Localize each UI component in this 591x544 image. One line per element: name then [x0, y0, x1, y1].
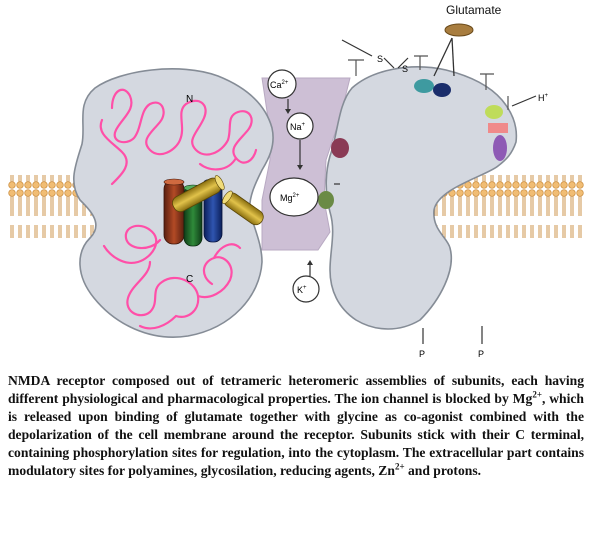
ion-sodium: Na+: [286, 112, 314, 140]
caption-text-part2: , which is released upon binding of glut…: [8, 391, 584, 478]
ion-magnesium-block: Mg2+: [269, 177, 319, 217]
ion-potassium: K+: [292, 275, 320, 303]
c-terminal-label: C: [186, 274, 193, 285]
phosphorylation-label-2: P: [478, 349, 484, 359]
receptor-subunit-right: [325, 66, 518, 330]
figure-caption: NMDA receptor composed out of tetrameric…: [8, 372, 584, 480]
ion-calcium: Ca2+: [267, 69, 297, 99]
proton-label: H+: [538, 93, 549, 103]
svg-text:K+: K+: [297, 285, 307, 295]
transmembrane-helices: [163, 175, 264, 247]
binding-site-salmon: [488, 123, 508, 133]
binding-site-olive: [318, 191, 334, 209]
binding-site-purple: [493, 135, 507, 161]
phosphorylation-sites: [422, 326, 483, 344]
polypeptide-chain: [99, 88, 258, 330]
glutamate-label: Glutamate: [446, 3, 502, 17]
glycosylation-sites: [348, 55, 509, 110]
glutamate-molecule: [444, 23, 474, 37]
disulfide-s-label-2: S: [402, 64, 408, 74]
binding-site-navy: [433, 83, 451, 97]
svg-text:Mg2+: Mg2+: [280, 193, 300, 203]
svg-text:Ca2+: Ca2+: [270, 80, 289, 90]
disulfide-bridge-lines: [341, 39, 409, 69]
caption-superscript-zn: 2+: [394, 461, 405, 472]
disulfide-s-label-1: S: [377, 54, 383, 64]
caption-text-part3: and protons.: [404, 463, 482, 478]
phosphorylation-label-1: P: [419, 349, 425, 359]
nmda-receptor-diagram: S S Glutamate H+ N C: [8, 3, 584, 359]
n-terminal-label: N: [186, 94, 193, 105]
caption-text-part1: NMDA receptor composed out of tetrameric…: [8, 373, 584, 406]
binding-site-teal: [414, 79, 434, 93]
glutamate-binding-arrows: [433, 37, 455, 77]
proton-pointer: [511, 95, 537, 107]
caption-superscript-mg: 2+: [532, 389, 542, 400]
binding-site-yellow-green: [485, 105, 503, 119]
svg-text:Na+: Na+: [290, 122, 306, 132]
binding-site-maroon: [331, 138, 349, 158]
